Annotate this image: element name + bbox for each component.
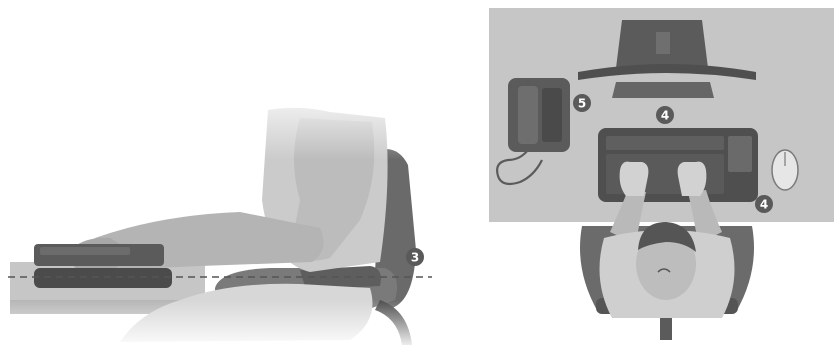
person-left-hand xyxy=(620,162,649,196)
marker-label: 4 xyxy=(661,109,669,123)
marker-label: 3 xyxy=(411,251,419,265)
side-view-illustration: 3 xyxy=(0,0,470,350)
wrist-rest xyxy=(34,268,172,288)
top-view-illustration: 4 4 5 xyxy=(470,0,834,350)
marker-badge: 5 xyxy=(573,94,591,112)
keyboard-keys xyxy=(40,247,130,255)
monitor-neck xyxy=(656,32,670,54)
fade-overlay-bottom xyxy=(0,300,470,350)
marker-badge: 3 xyxy=(406,248,424,266)
marker-label: 5 xyxy=(578,97,586,111)
fade-overlay-top xyxy=(150,80,430,160)
marker-badge: 4 xyxy=(656,106,674,124)
person-right-hand xyxy=(678,162,707,196)
mouse xyxy=(772,150,798,190)
marker-label: 4 xyxy=(760,198,768,212)
marker-badge: 4 xyxy=(755,195,773,213)
top-view-svg: 4 4 5 xyxy=(470,0,834,350)
side-view-svg: 3 xyxy=(0,0,470,350)
monitor-base xyxy=(612,82,714,98)
